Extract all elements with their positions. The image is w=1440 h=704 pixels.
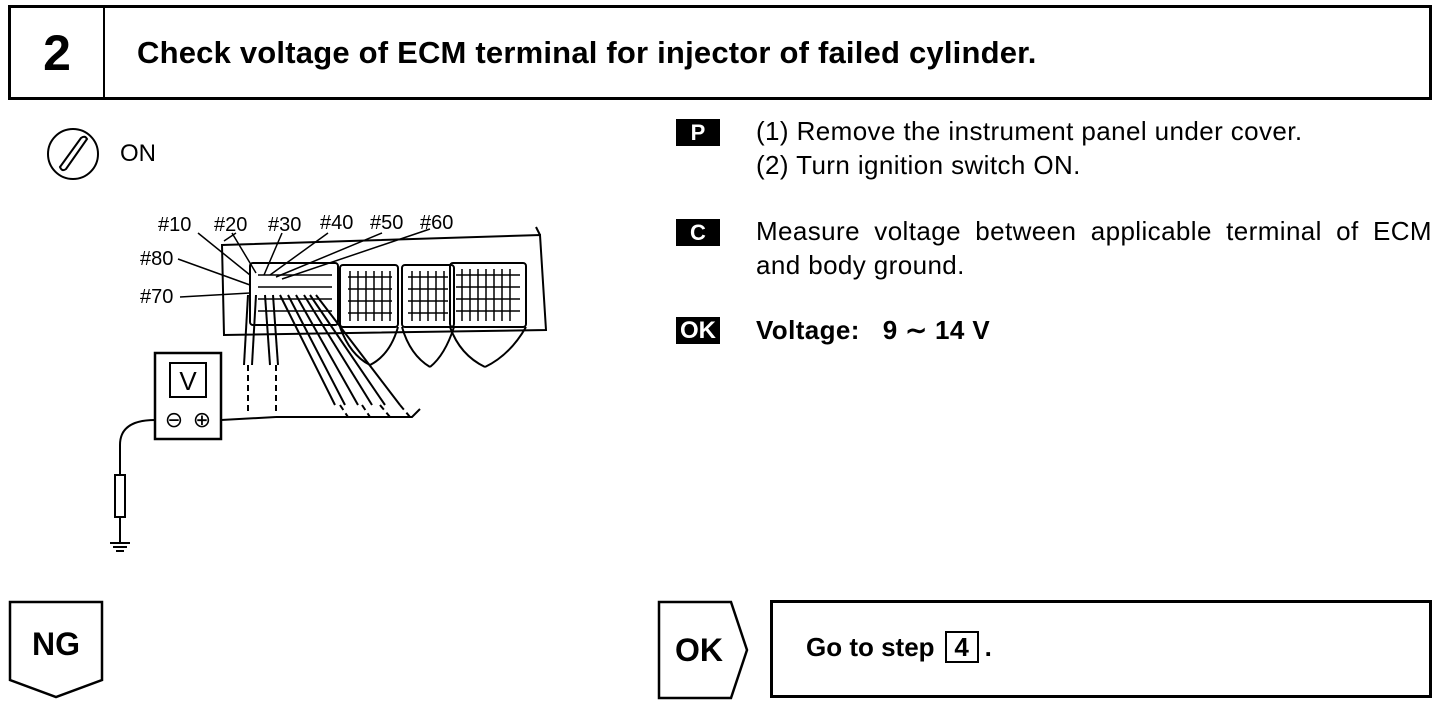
- plus-terminal-icon: ⊕: [193, 408, 211, 433]
- terminal-label: #40: [320, 212, 353, 234]
- p-step-2: (2) Turn ignition switch ON.: [756, 150, 1081, 180]
- terminal-label: #20: [214, 214, 247, 236]
- ignition-switch-icon: [47, 128, 99, 180]
- step-header: 2 Check voltage of ECM terminal for inje…: [8, 5, 1432, 100]
- goto-period: .: [984, 631, 992, 662]
- ok-result-box: Go to step 4 .: [770, 600, 1432, 698]
- step-title: Check voltage of ECM terminal for inject…: [137, 34, 1037, 70]
- ok-result-shape: [657, 600, 749, 700]
- terminal-label: #10: [158, 214, 191, 236]
- goto-text: Go to step: [806, 631, 935, 662]
- terminal-label: #50: [370, 212, 403, 234]
- voltage-value: 9 ∼ 14 V: [882, 315, 991, 345]
- ng-label: NG: [32, 626, 80, 662]
- ecm-voltage-diagram: #10 #20 #30 #40 #50 #60 #80 #70 V ⊖ ⊕: [110, 212, 548, 552]
- ng-result-shape: [8, 600, 104, 699]
- ok-label: OK: [675, 632, 723, 668]
- badge-c: C: [676, 219, 720, 246]
- terminal-label: #70: [140, 286, 173, 308]
- terminal-label: #80: [140, 248, 173, 270]
- voltmeter-label: V: [179, 366, 197, 396]
- step-number: 2: [11, 8, 105, 97]
- badge-ok: OK: [676, 317, 720, 344]
- goto-step-link[interactable]: 4: [944, 631, 979, 663]
- terminal-label: #60: [420, 212, 453, 234]
- goto-instruction: Go to step 4 .: [806, 631, 992, 663]
- ground-icon: [110, 517, 130, 552]
- minus-terminal-icon: ⊖: [165, 408, 183, 433]
- terminal-label: #30: [268, 214, 301, 236]
- voltage-label: Voltage:: [756, 315, 860, 345]
- ok-criteria: Voltage: 9 ∼ 14 V: [756, 313, 990, 347]
- p-step-1: (1) Remove the instrument panel under co…: [756, 116, 1303, 146]
- ignition-on-label: ON: [120, 140, 156, 167]
- p-steps: (1) Remove the instrument panel under co…: [756, 114, 1436, 182]
- c-text: Measure voltage between applicable termi…: [756, 216, 1432, 280]
- badge-p: P: [676, 119, 720, 146]
